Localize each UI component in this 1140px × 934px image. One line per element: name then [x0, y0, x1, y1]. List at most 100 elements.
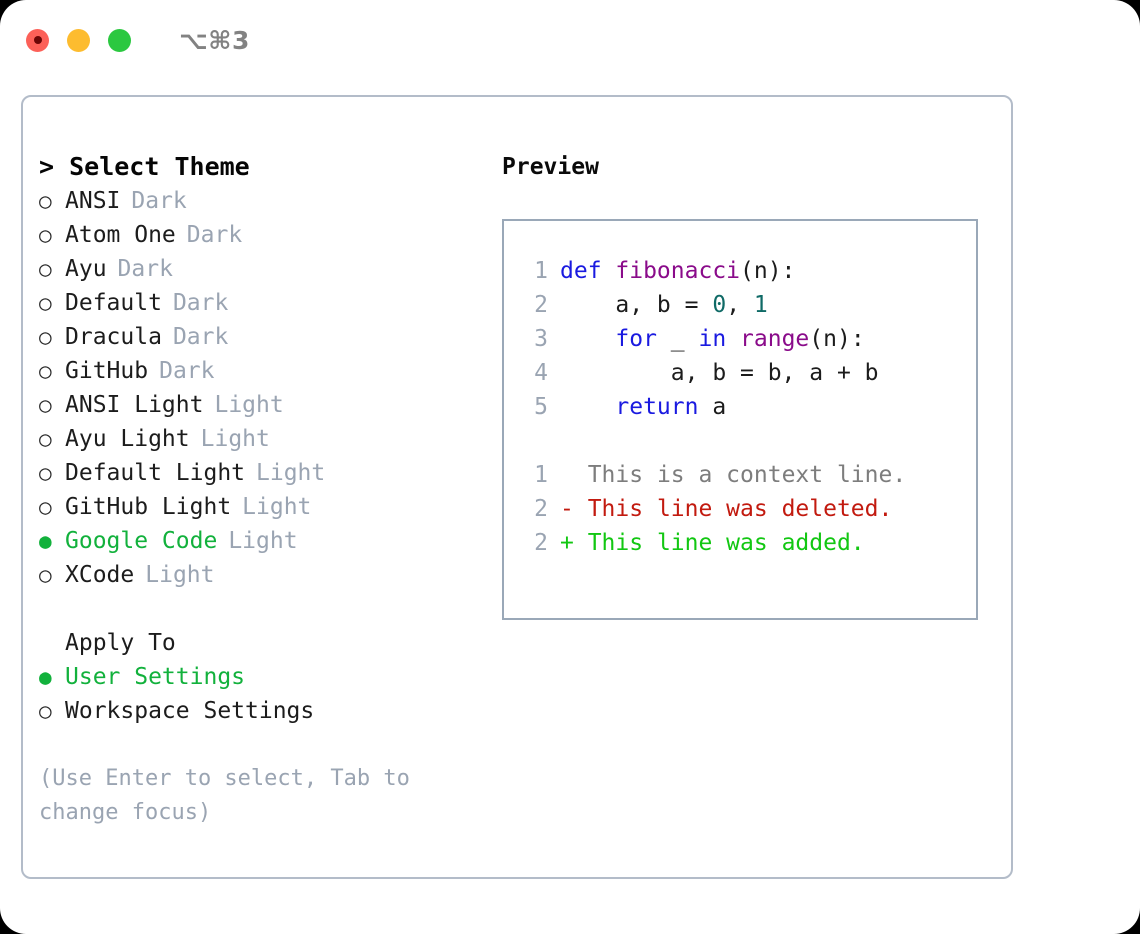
apply-to-option-user-settings[interactable]: ● User Settings — [39, 660, 489, 694]
diff-line-del: 2- This line was deleted. — [516, 492, 970, 526]
close-button[interactable] — [26, 28, 49, 52]
theme-option-label: Google Code — [65, 528, 218, 554]
spacer — [516, 424, 970, 458]
diff-marker: - — [560, 496, 588, 522]
token-pl — [560, 326, 615, 352]
code-text: for _ in range(n): — [560, 322, 865, 356]
keyboard-shortcut-label: ⌥⌘3 — [179, 25, 250, 55]
theme-option-label: Ayu — [65, 256, 107, 282]
token-num: 0 — [712, 292, 727, 318]
token-pl: a — [698, 394, 727, 420]
diff-text: + This line was added. — [560, 526, 865, 560]
diff-text: This is a context line. — [560, 458, 907, 492]
token-kw: return — [615, 394, 699, 420]
code-line: 3 for _ in range(n): — [516, 322, 970, 356]
theme-option-label: Default Light — [65, 460, 246, 486]
line-number: 1 — [534, 258, 548, 284]
diff-text: - This line was deleted. — [560, 492, 892, 526]
diff-body: This line was deleted. — [587, 496, 893, 522]
recording-dot-icon — [33, 36, 42, 44]
token-pl — [560, 394, 615, 420]
line-number: 4 — [534, 360, 548, 386]
theme-option-label: XCode — [65, 562, 135, 588]
radio-unselected-icon: ○ — [39, 699, 52, 723]
code-text: a, b = b, a + b — [560, 356, 879, 390]
theme-option-label: GitHub Light — [65, 494, 232, 520]
diff-body: This is a context line. — [587, 462, 907, 488]
token-kw: for — [615, 326, 657, 352]
diff-marker — [560, 462, 588, 488]
token-pl: a, b = — [560, 292, 713, 318]
keyboard-hint-text: (Use Enter to select, Tab to change focu… — [39, 766, 424, 825]
radio-unselected-icon: ○ — [39, 325, 52, 349]
token-pl: _ — [656, 326, 699, 352]
apply-to-option-label: User Settings — [65, 664, 246, 690]
line-number: 2 — [534, 530, 548, 556]
line-number: 2 — [534, 292, 548, 318]
code-text: return a — [560, 390, 726, 424]
code-line: 2 a, b = 0, 1 — [516, 288, 970, 322]
theme-option-label: Ayu Light — [65, 426, 190, 452]
theme-variant-tag: Light — [256, 460, 326, 486]
radio-unselected-icon: ○ — [39, 291, 52, 315]
radio-unselected-icon: ○ — [39, 563, 52, 587]
radio-unselected-icon: ○ — [39, 189, 52, 213]
token-fn: range — [740, 326, 810, 352]
theme-variant-tag: Light — [145, 562, 215, 588]
apply-to-option-list: ● User Settings ○ Workspace Settings — [39, 660, 489, 728]
token-pl: (n): — [809, 326, 865, 352]
diff-marker: + — [560, 530, 588, 556]
token-pl — [726, 326, 740, 352]
diff-line-add: 2 + This line was added. — [516, 526, 970, 560]
theme-variant-tag: Dark — [131, 188, 187, 214]
zoom-button[interactable] — [108, 28, 131, 52]
diff-body: This line was added. — [587, 530, 865, 556]
line-number: 1 — [534, 462, 548, 488]
theme-variant-tag: Light — [200, 426, 270, 452]
apply-to-option-workspace-settings[interactable]: ○ Workspace Settings — [39, 694, 489, 728]
token-pl: (n): — [740, 258, 796, 284]
theme-variant-tag: Light — [228, 528, 298, 554]
radio-selected-icon: ● — [39, 529, 52, 553]
theme-option-xcode[interactable]: ○ XCode Light — [39, 558, 489, 592]
theme-option-default-light[interactable]: ○ Default Light Light — [39, 456, 489, 490]
preview-title: Preview — [502, 154, 599, 180]
line-number: 3 — [534, 326, 548, 352]
minimize-button[interactable] — [67, 28, 90, 52]
apply-to-heading: Apply To — [65, 630, 176, 656]
radio-unselected-icon: ○ — [39, 359, 52, 383]
code-text: def fibonacci(n): — [560, 254, 795, 288]
radio-unselected-icon: ○ — [39, 223, 52, 247]
theme-option-label: Default — [65, 290, 162, 316]
code-line: 1 def fibonacci(n): — [516, 254, 970, 288]
token-pl: a, b = b, a + b — [560, 360, 879, 386]
token-kw: in — [698, 326, 727, 352]
radio-selected-icon: ● — [39, 665, 52, 689]
theme-option-google-code[interactable]: ● Google Code Light — [39, 524, 489, 558]
theme-option-label: GitHub — [65, 358, 149, 384]
theme-variant-tag: Dark — [186, 222, 243, 248]
apply-to-option-label: Workspace Settings — [65, 698, 315, 724]
diff-line-list: 1 This is a context line.2- This line wa… — [516, 458, 970, 560]
window-controls — [26, 28, 131, 52]
token-fn: fibonacci — [615, 258, 741, 284]
theme-variant-tag: Dark — [159, 358, 215, 384]
radio-unselected-icon: ○ — [39, 393, 52, 417]
theme-option-github[interactable]: ○ GitHub Dark — [39, 354, 489, 388]
radio-unselected-icon: ○ — [39, 257, 52, 281]
code-text: a, b = 0, 1 — [560, 288, 767, 322]
radio-unselected-icon: ○ — [39, 461, 52, 485]
